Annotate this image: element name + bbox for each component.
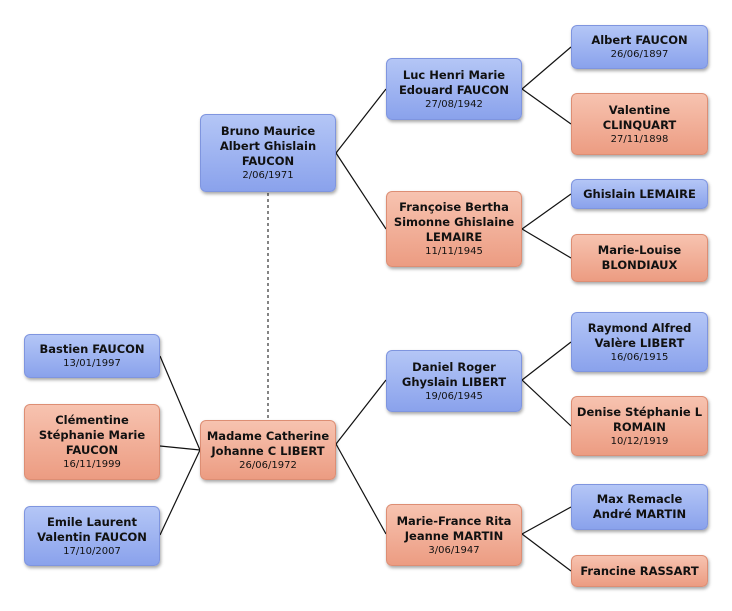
person-mariefrance[interactable]: Marie-France Rita Jeanne MARTIN 3/06/194… — [386, 504, 522, 566]
person-date: 26/06/1897 — [610, 49, 669, 60]
line-bastien-catherine — [159, 355, 201, 451]
line-francoise-ghislain — [521, 193, 572, 230]
person-name: Daniel Roger Ghyslain LIBERT — [401, 359, 507, 389]
person-name: Raymond Alfred Valère LIBERT — [587, 320, 692, 350]
person-max[interactable]: Max Remacle André MARTIN — [571, 484, 708, 530]
person-albert[interactable]: Albert FAUCON 26/06/1897 — [571, 25, 708, 69]
person-catherine[interactable]: Madame Catherine Johanne C LIBERT 26/06/… — [200, 420, 336, 480]
person-raymond[interactable]: Raymond Alfred Valère LIBERT 16/06/1915 — [571, 312, 708, 372]
person-ghislain[interactable]: Ghislain LEMAIRE — [571, 179, 708, 209]
person-emile[interactable]: Emile Laurent Valentin FAUCON 17/10/2007 — [24, 506, 160, 566]
line-clementine-catherine — [159, 445, 201, 451]
person-name: Bruno Maurice Albert Ghislain FAUCON — [219, 124, 317, 168]
person-name: Marie-France Rita Jeanne MARTIN — [396, 513, 512, 543]
person-valentine[interactable]: Valentine CLINQUART 27/11/1898 — [571, 93, 708, 155]
line-daniel-raymond — [521, 341, 572, 381]
person-francine[interactable]: Francine RASSART — [571, 555, 708, 587]
line-luc-albert — [521, 46, 572, 90]
line-mariefrance-francine — [521, 533, 572, 572]
person-name: Clémentine Stéphanie Marie FAUCON — [38, 413, 146, 457]
person-clementine[interactable]: Clémentine Stéphanie Marie FAUCON 16/11/… — [24, 404, 160, 480]
person-luc[interactable]: Luc Henri Marie Edouard FAUCON 27/08/194… — [386, 58, 522, 120]
person-name: Françoise Bertha Simonne Ghislaine LEMAI… — [393, 200, 515, 244]
line-catherine-daniel — [335, 379, 387, 445]
person-name: Max Remacle André MARTIN — [592, 492, 687, 521]
line-bruno-francoise — [335, 152, 387, 230]
person-date: 16/11/1999 — [63, 459, 121, 470]
person-date: 27/11/1898 — [610, 133, 669, 145]
line-catherine-mariefrance — [335, 443, 387, 535]
person-date: 26/06/1972 — [239, 459, 297, 471]
person-name: Emile Laurent Valentin FAUCON — [37, 514, 147, 544]
person-name: Marie-Louise BLONDIAUX — [597, 243, 682, 272]
person-name: Madame Catherine Johanne C LIBERT — [206, 428, 330, 458]
person-francoise[interactable]: Françoise Bertha Simonne Ghislaine LEMAI… — [386, 191, 522, 267]
line-mariefrance-max — [521, 506, 572, 535]
person-date: 10/12/1919 — [610, 435, 669, 447]
person-date: 16/06/1915 — [610, 351, 669, 363]
person-name: Denise Stéphanie L ROMAIN — [576, 404, 703, 434]
person-daniel[interactable]: Daniel Roger Ghyslain LIBERT 19/06/1945 — [386, 350, 522, 412]
person-date: 17/10/2007 — [63, 545, 121, 557]
person-date: 11/11/1945 — [425, 246, 483, 257]
person-date: 13/01/1997 — [63, 358, 121, 369]
person-name: Ghislain LEMAIRE — [583, 186, 696, 201]
person-name: Francine RASSART — [580, 563, 699, 578]
person-denise[interactable]: Denise Stéphanie L ROMAIN 10/12/1919 — [571, 396, 708, 456]
person-date: 3/06/1947 — [428, 544, 480, 556]
line-emile-catherine — [159, 449, 201, 536]
person-name: Bastien FAUCON — [39, 342, 145, 356]
person-date: 2/06/1971 — [242, 170, 294, 181]
person-date: 27/08/1942 — [425, 98, 483, 110]
person-name: Luc Henri Marie Edouard FAUCON — [398, 67, 510, 97]
person-bastien[interactable]: Bastien FAUCON 13/01/1997 — [24, 334, 160, 378]
line-daniel-denise — [521, 379, 572, 427]
person-marielouise[interactable]: Marie-Louise BLONDIAUX — [571, 234, 708, 282]
person-bruno[interactable]: Bruno Maurice Albert Ghislain FAUCON 2/0… — [200, 114, 336, 192]
line-francoise-marielouise — [521, 228, 572, 259]
line-luc-valentine — [521, 88, 572, 125]
line-bruno-luc — [335, 88, 387, 154]
person-name: Valentine CLINQUART — [602, 102, 677, 132]
person-date: 19/06/1945 — [425, 390, 483, 402]
person-name: Albert FAUCON — [591, 33, 688, 47]
